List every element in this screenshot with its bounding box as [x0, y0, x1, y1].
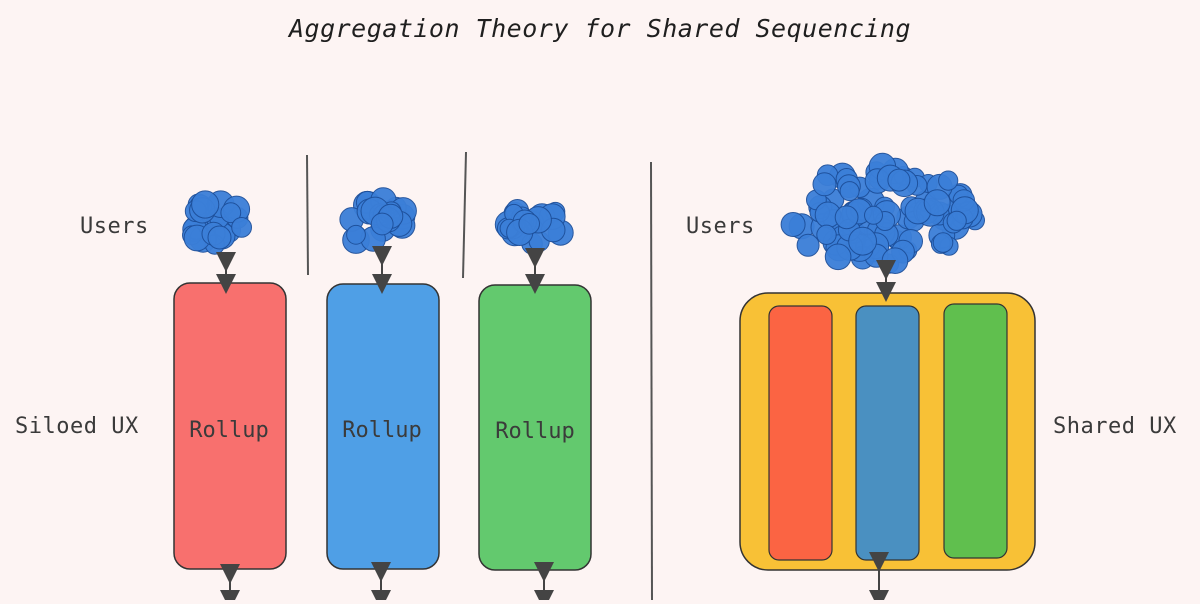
divider-main	[650, 161, 653, 601]
user-dot	[780, 212, 806, 237]
shared-lane-2	[855, 305, 920, 561]
divider-1	[306, 154, 309, 276]
user-cloud-1	[182, 190, 253, 255]
user-dot	[220, 202, 242, 224]
users-label-right: Users	[686, 214, 755, 239]
user-dot	[946, 210, 967, 231]
shared-ux-label: Shared UX	[1053, 414, 1177, 439]
user-dot	[207, 225, 232, 250]
users-label-left: Users	[80, 214, 149, 239]
user-dot	[881, 247, 909, 275]
user-cloud-shared	[780, 152, 985, 275]
user-dot	[518, 213, 541, 235]
user-dot	[191, 190, 220, 219]
user-dot	[824, 243, 852, 271]
user-dot	[848, 226, 877, 256]
rollup-label-1: Rollup	[189, 418, 269, 443]
user-dot	[938, 170, 959, 191]
user-dot	[923, 189, 951, 217]
user-dot	[370, 212, 394, 236]
user-dot	[887, 168, 911, 192]
user-dot	[839, 181, 860, 202]
user-dot	[816, 224, 837, 246]
divider-2	[462, 151, 467, 279]
user-dot	[346, 224, 366, 245]
diagram-title: Aggregation Theory for Shared Sequencing	[288, 14, 912, 43]
user-cloud-3	[494, 199, 574, 255]
connector-arrows	[216, 246, 896, 604]
siloed-ux-label: Siloed UX	[15, 414, 139, 439]
user-cloud-2	[339, 187, 417, 254]
user-dot	[231, 217, 253, 238]
shared-sequencer-container	[739, 292, 1036, 571]
rollup-label-2: Rollup	[342, 418, 422, 443]
user-dot	[796, 233, 820, 257]
user-dot	[834, 205, 859, 230]
rollup-label-3: Rollup	[495, 419, 575, 444]
shared-lane-3	[943, 303, 1008, 559]
user-dot	[864, 205, 883, 225]
shared-lane-1	[768, 305, 833, 561]
user-dot	[932, 232, 954, 253]
user-dot	[812, 172, 837, 197]
